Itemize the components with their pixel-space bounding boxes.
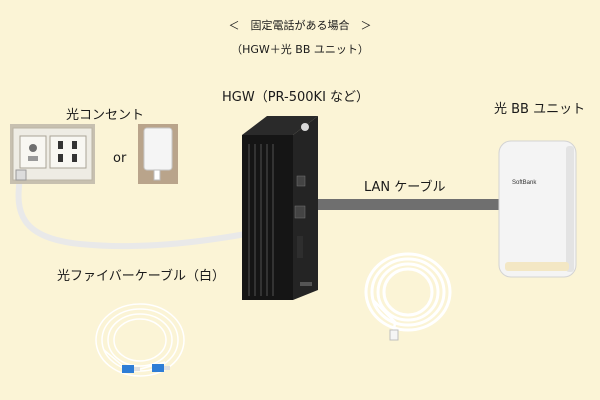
optical-outlet-box	[138, 124, 178, 184]
fiber-cable-label: 光ファイバーケーブル（白）	[57, 269, 225, 284]
bb-unit-label: 光 BB ユニット	[494, 102, 586, 117]
bb-unit-logo: SoftBank	[512, 180, 537, 186]
or-label: or	[113, 151, 127, 166]
fiber-cable-connector-left	[122, 365, 140, 373]
hgw-router	[242, 116, 318, 300]
fiber-cable-line	[15, 175, 249, 250]
lan-cable-coil	[364, 252, 452, 332]
optical-outlet-wall-plate	[10, 124, 95, 184]
fiber-cable-connector-right	[152, 364, 170, 372]
diagram-subtitle: （HGW＋光 BB ユニット）	[231, 43, 369, 56]
lan-cable-label: LAN ケーブル	[364, 180, 446, 195]
optical-outlet-label: 光コンセント	[66, 108, 145, 123]
lan-cable-connector	[389, 329, 399, 341]
fiber-cable-coil	[95, 303, 185, 377]
bb-unit-device	[498, 140, 577, 278]
lan-cable-line	[316, 199, 500, 210]
hgw-label: HGW（PR-500KI など）	[222, 90, 370, 105]
hgw-power-indicator	[301, 123, 309, 131]
diagram-title: ＜ 固定電話がある場合 ＞	[228, 19, 372, 32]
